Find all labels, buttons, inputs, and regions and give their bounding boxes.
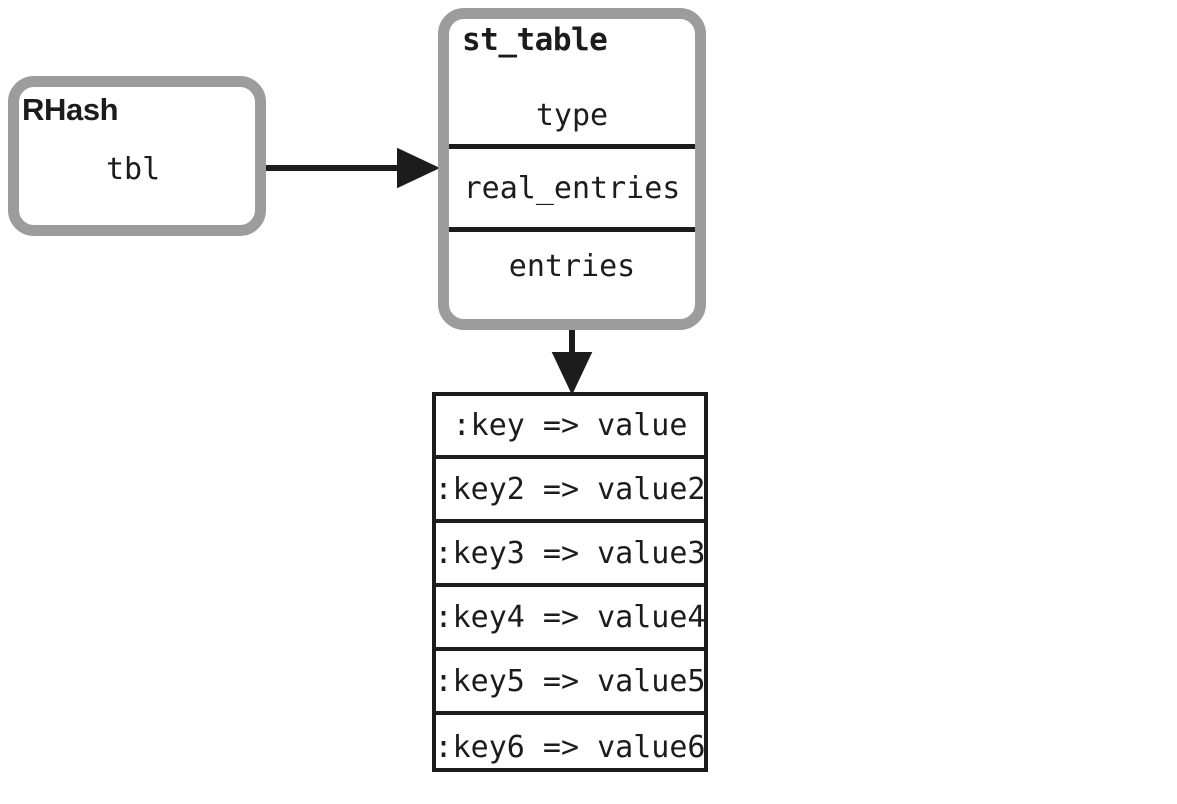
entries-table-row-6: :key6 => value6 xyxy=(434,730,706,765)
st-table-struct-box xyxy=(438,8,706,330)
st-table-divider-1 xyxy=(449,144,695,149)
rhash-struct-box xyxy=(8,76,266,236)
st-table-field-type: type xyxy=(535,97,609,133)
entries-table-row-5: :key5 => value5 xyxy=(435,651,705,715)
entries-table-row-3: :key3 => value3 xyxy=(435,523,705,587)
st-table-field-entries: entries xyxy=(508,248,636,284)
entries-table-row-2: :key2 => value2 xyxy=(435,459,705,523)
st-table-title: st_table xyxy=(462,22,608,58)
entries-table-row-1: :key => value xyxy=(436,396,704,459)
st-table-field-real-entries: real_entries xyxy=(463,170,681,206)
st-table-divider-2 xyxy=(449,227,695,232)
entries-table: :key => value :key2 => value2 :key3 => v… xyxy=(432,392,708,772)
rhash-title: RHash xyxy=(22,92,119,127)
entries-table-row-4: :key4 => value4 xyxy=(435,587,705,651)
rhash-field-tbl: tbl xyxy=(106,152,161,187)
